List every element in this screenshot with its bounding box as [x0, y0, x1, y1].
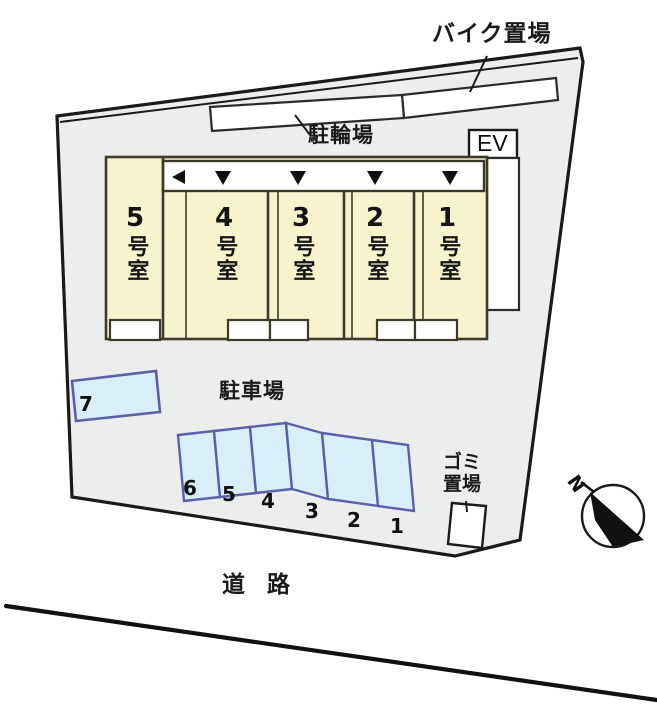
unit-entry-box-2 [375, 318, 417, 342]
corridor-arrow-down-1 [215, 171, 231, 185]
site-boundary-top-inner [59, 57, 579, 123]
corridor-arrow-down-4 [442, 171, 458, 185]
elevator-corridor [485, 156, 521, 312]
unit-label-2: 2 号室 [345, 203, 405, 290]
corridor-arrow-left [172, 170, 185, 184]
parking-stall-4-number: 4 [261, 489, 275, 513]
corridor-arrow-down-2 [290, 171, 306, 185]
unit-entry-box-3 [268, 318, 310, 342]
car-parking-label: 駐車場 [219, 379, 285, 403]
unit-label-4: 4 号室 [194, 203, 254, 290]
garbage-area-label-line2: 置場 [443, 473, 482, 495]
building-corridor [161, 159, 486, 193]
elevator-box [467, 128, 519, 160]
unit-kanji-4: 号室 [212, 234, 238, 283]
parking-stall-2-number: 2 [347, 508, 361, 532]
road-label: 道 路 [222, 572, 298, 598]
unit-kanji-5: 号室 [123, 234, 149, 283]
bike-parking-leader [469, 55, 488, 93]
bicycle-parking-label: 駐輪場 [308, 123, 374, 147]
unit-label-1: 1 号室 [417, 203, 477, 290]
unit-label-5: 5 号室 [105, 203, 165, 290]
compass-needle [590, 492, 644, 547]
parking-stall-7 [70, 369, 162, 423]
parking-stall-5-number: 5 [222, 482, 236, 506]
corridor-arrow-down-3 [367, 171, 383, 185]
compass-rose [580, 480, 646, 549]
unit-label-3: 3 号室 [271, 203, 331, 290]
parking-stall-1 [370, 438, 416, 513]
bicycle-parking-leader [294, 114, 311, 136]
parking-stall-6-number: 6 [183, 476, 197, 500]
parking-stall-1-number: 1 [390, 514, 404, 538]
bicycle-parking-area [208, 93, 406, 133]
unit-entry-box-1 [413, 318, 459, 342]
parking-stall-2 [320, 431, 380, 508]
unit-entry-box-5 [108, 318, 162, 342]
bike-parking-label: バイク置場 [432, 21, 552, 47]
unit-number-4: 4 [214, 203, 234, 233]
unit-number-3: 3 [291, 203, 311, 233]
unit-number-2: 2 [365, 203, 385, 233]
unit-number-5: 5 [125, 203, 145, 233]
parking-stall-4 [248, 421, 294, 495]
unit-kanji-3: 号室 [289, 234, 315, 283]
unit-entry-box-4 [226, 318, 272, 342]
unit-number-1: 1 [437, 203, 457, 233]
parking-stall-3-number: 3 [305, 499, 319, 523]
garbage-area-label-line1: ゴミ [443, 451, 482, 473]
compass-north-tick-a [580, 480, 595, 494]
garbage-area-box [446, 501, 488, 550]
unit-kanji-2: 号室 [363, 234, 389, 283]
elevator-label: EV [477, 130, 508, 156]
parking-stall-7-number: 7 [79, 392, 93, 416]
garbage-area-tick [465, 500, 468, 513]
unit-kanji-1: 号室 [435, 234, 461, 283]
road-line [3, 603, 657, 703]
